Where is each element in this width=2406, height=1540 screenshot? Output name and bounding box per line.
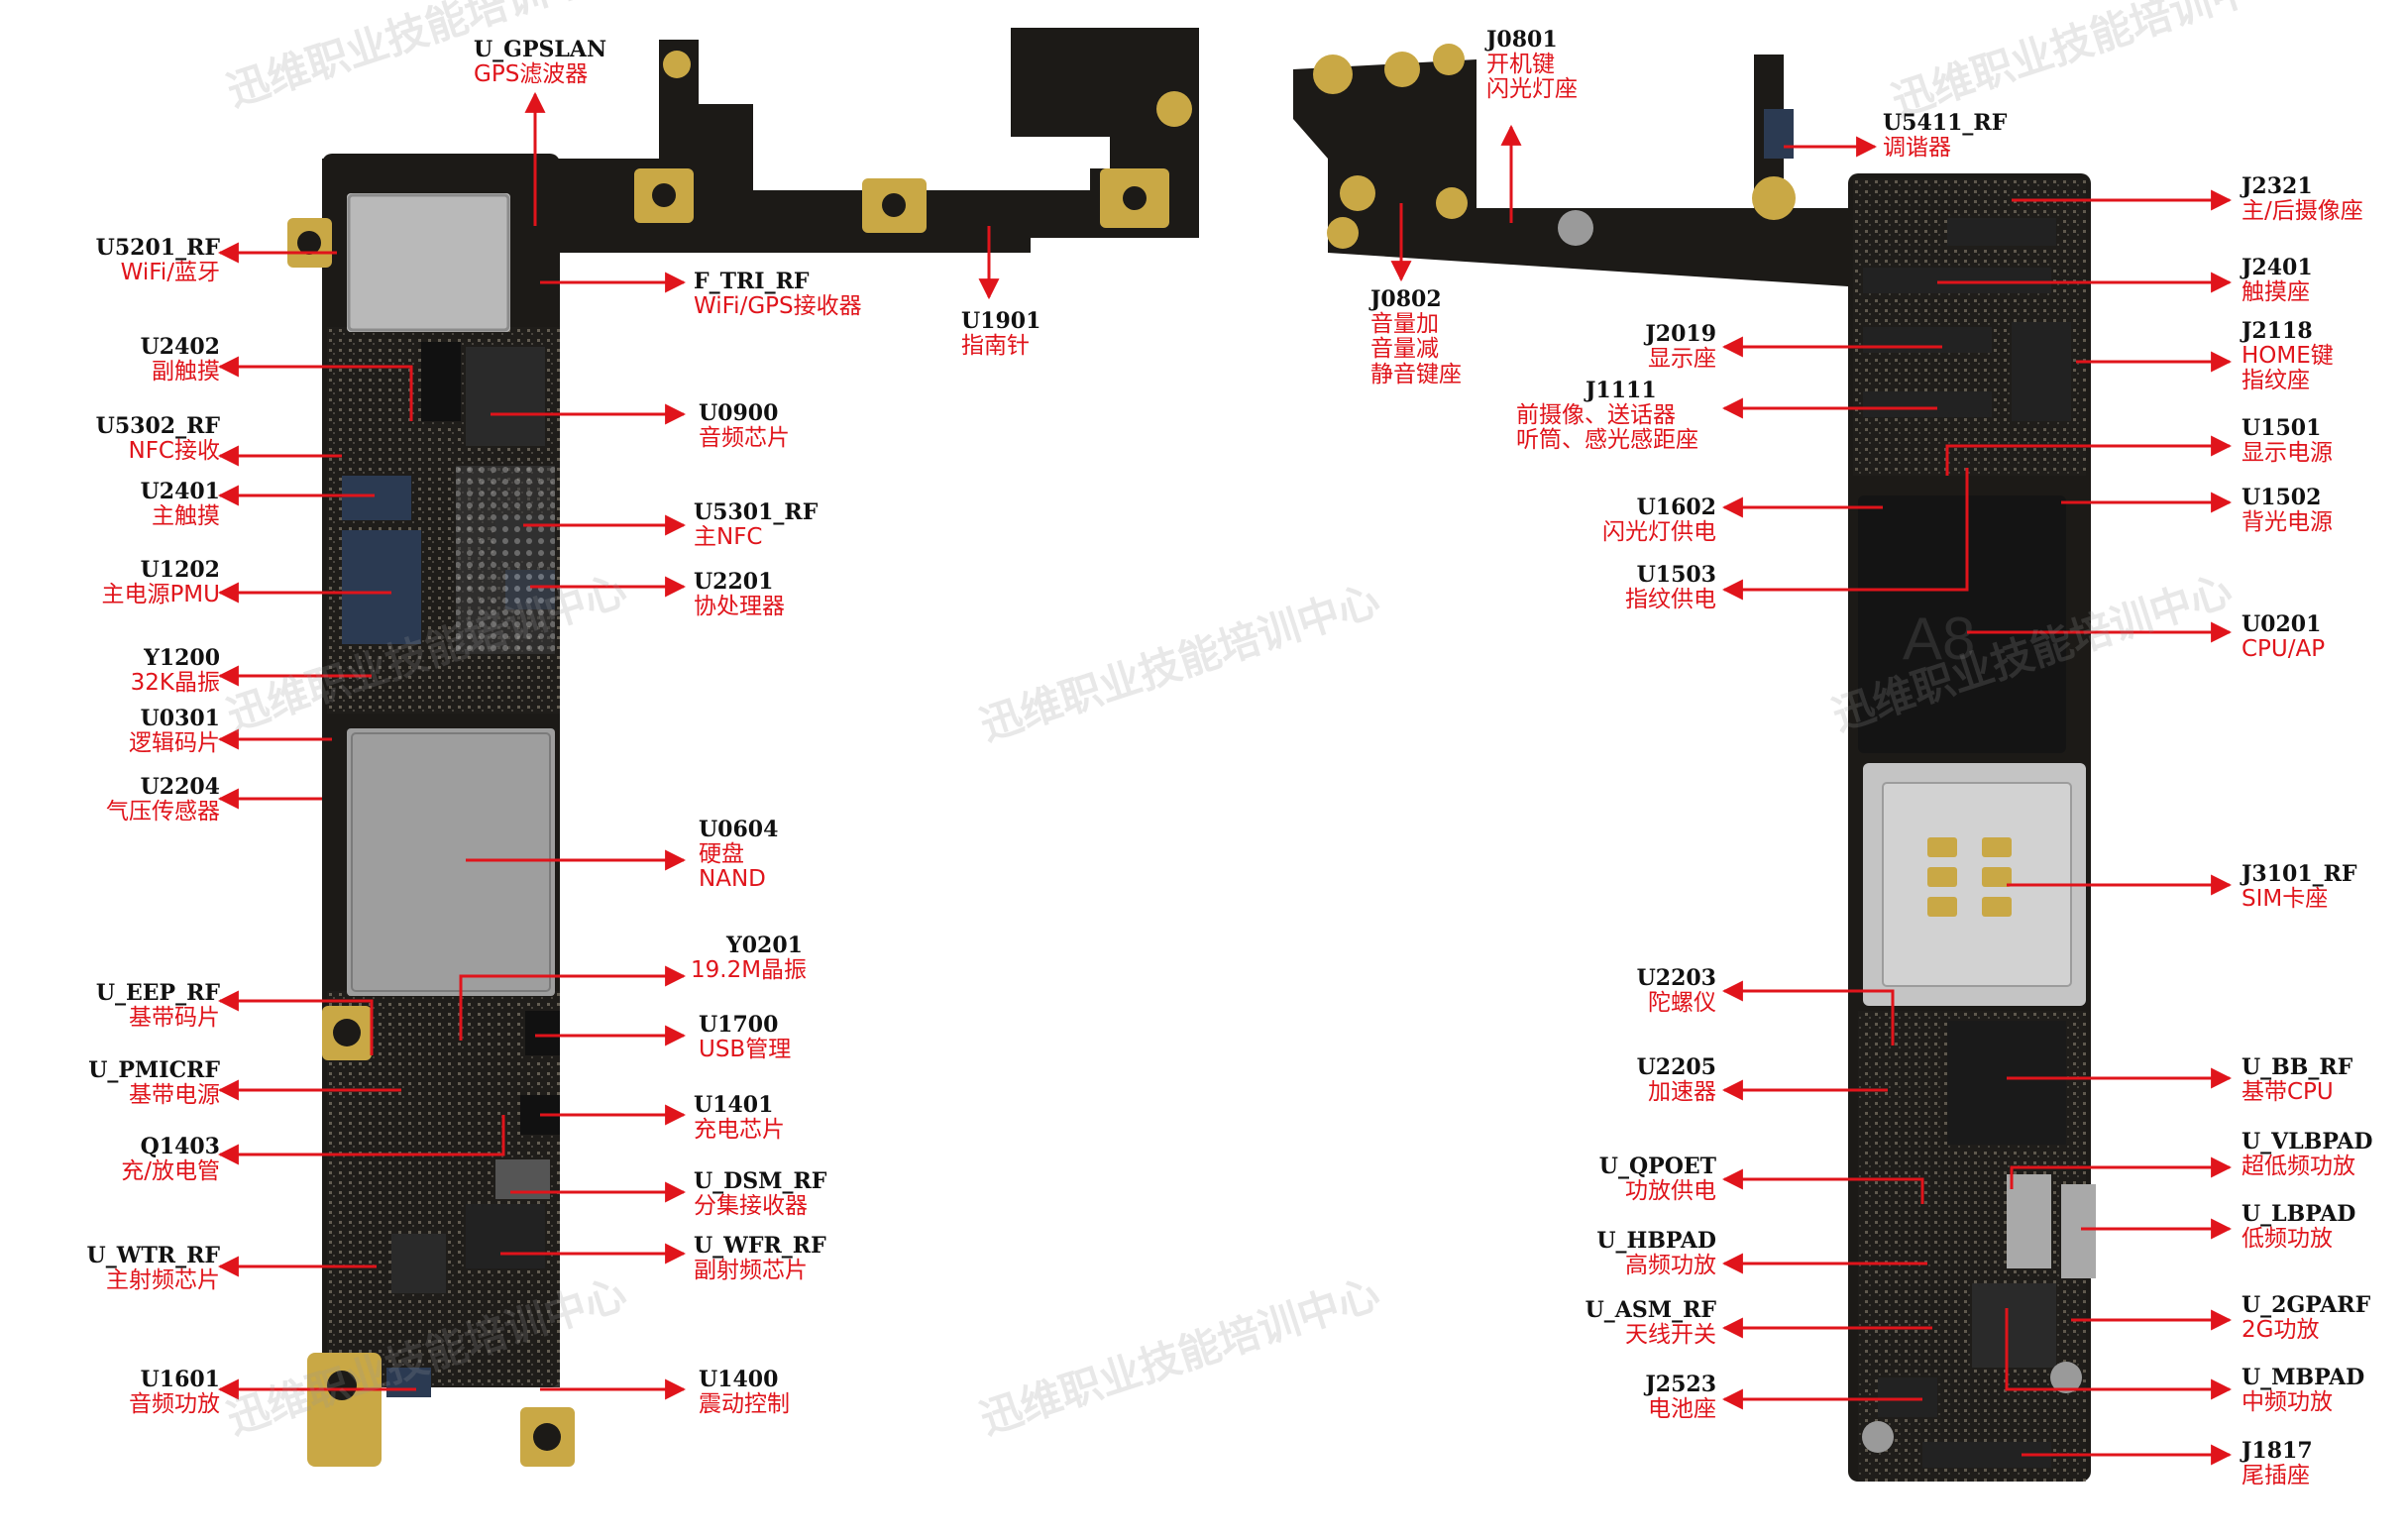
svg-text:A8: A8 bbox=[1903, 605, 1975, 672]
right-callout-arrows bbox=[1390, 124, 2233, 1466]
left-callout-arrows bbox=[217, 91, 1000, 1400]
left-logic-board bbox=[287, 28, 1199, 1467]
right-logic-board: A8 bbox=[1293, 44, 2096, 1482]
